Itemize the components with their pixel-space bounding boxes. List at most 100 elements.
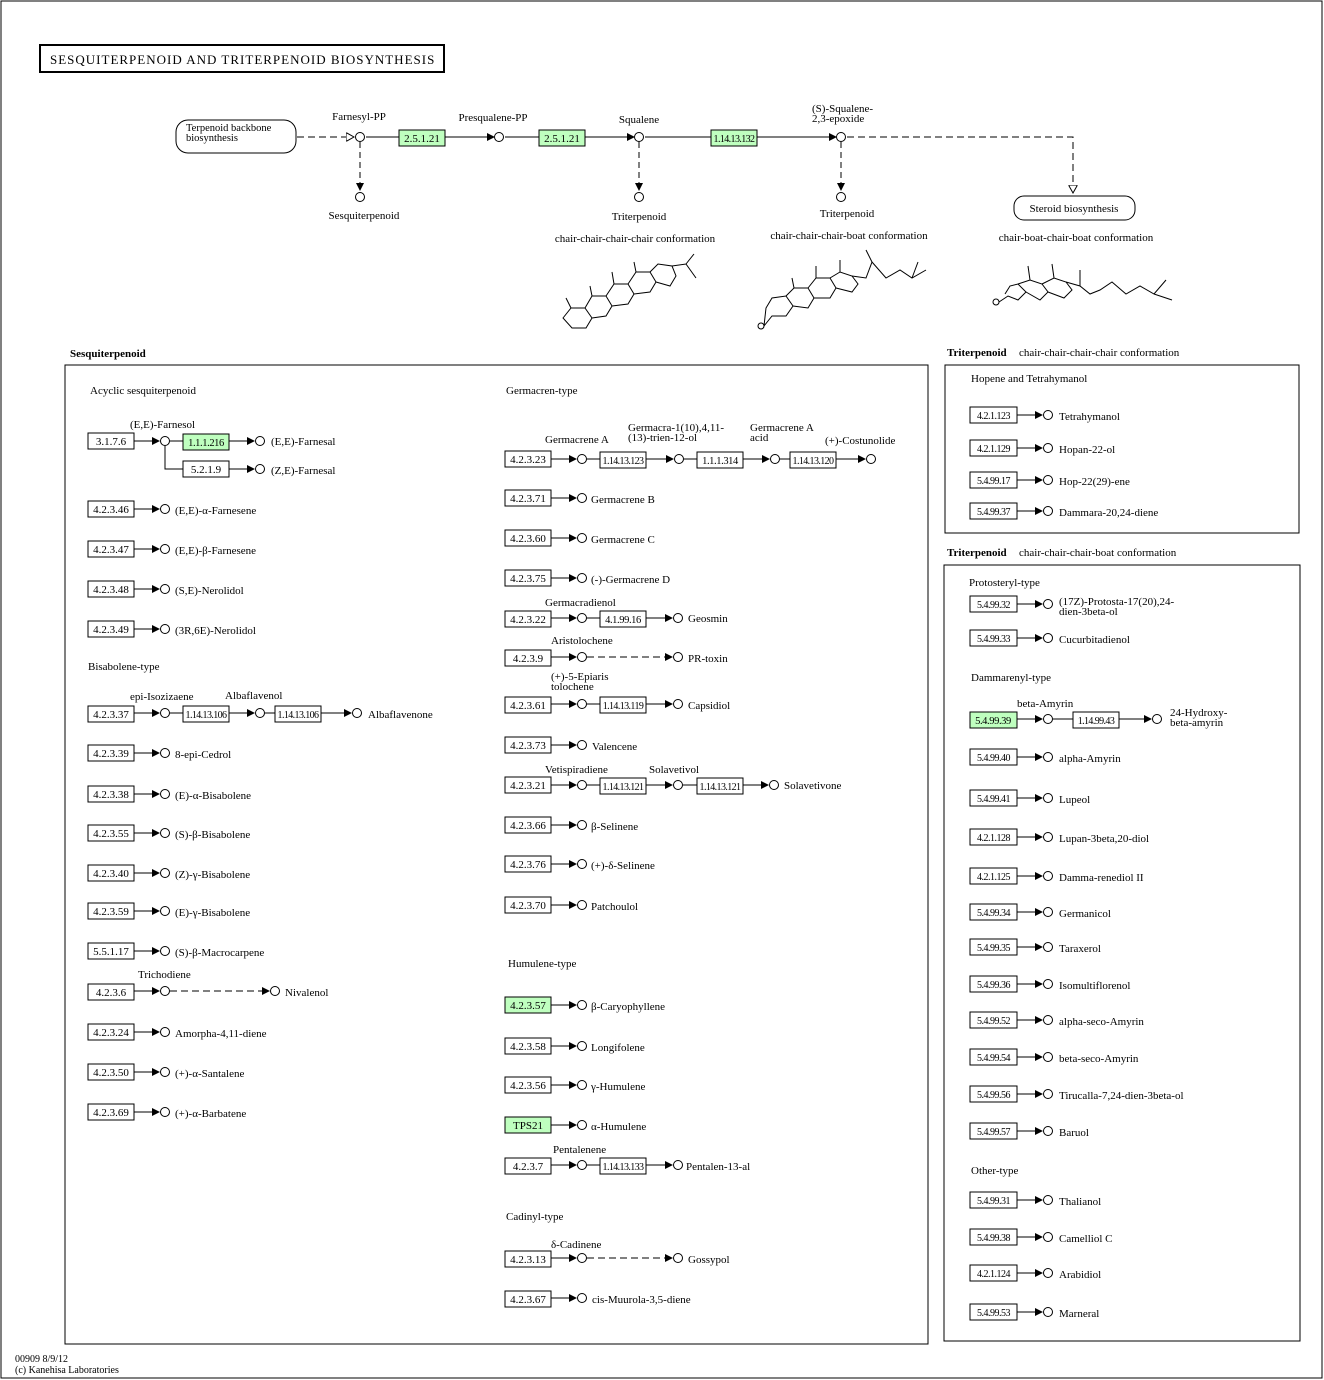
- compound-germacrene-acid[interactable]: [770, 454, 780, 464]
- compound-amorpha-4-11-diene[interactable]: [160, 1027, 170, 1037]
- compound-germacrene-a[interactable]: [577, 454, 587, 464]
- compound-tetrahymanol[interactable]: [1043, 410, 1053, 420]
- enzyme-box-4-1-99-16[interactable]: [599, 610, 647, 628]
- compound-pentalen-13-al[interactable]: [673, 1160, 683, 1170]
- compound-squalene[interactable]: [634, 132, 644, 142]
- enzyme-box-top-1[interactable]: [398, 129, 446, 147]
- compound-germacrene-c[interactable]: [577, 533, 587, 543]
- compound-squalene-epoxide[interactable]: [836, 132, 846, 142]
- compound-baruol[interactable]: [1043, 1126, 1053, 1136]
- compound-isomultiflorenol[interactable]: [1043, 979, 1053, 989]
- compound--selinene[interactable]: [577, 859, 587, 869]
- enzyme-box-1-1-1-216[interactable]: [182, 433, 230, 451]
- enzyme-box-5-4-99-39[interactable]: [969, 711, 1018, 729]
- compound-epiaristolochene[interactable]: [577, 699, 587, 709]
- compound-ee-farnesol[interactable]: [160, 436, 170, 446]
- compound--caryophyllene[interactable]: [577, 1000, 587, 1010]
- compound-triterpenoid-1[interactable]: [634, 192, 644, 202]
- enzyme-box-1-1-1-314[interactable]: [696, 451, 744, 469]
- compound-alpha-seco-amyrin[interactable]: [1043, 1015, 1053, 1025]
- compound--e-e-farnesene[interactable]: [160, 544, 170, 554]
- enzyme-box-4-2-3-9[interactable]: [504, 649, 552, 667]
- enzyme-box-1-14-13-121-a[interactable]: [599, 777, 647, 795]
- compound--humulene[interactable]: [577, 1120, 587, 1130]
- compound-lupan-3beta-20-diol[interactable]: [1043, 832, 1053, 842]
- enzyme-box-1-14-13-123[interactable]: [599, 451, 647, 469]
- compound-marneral[interactable]: [1043, 1307, 1053, 1317]
- compound-beta-amyrin[interactable]: [1043, 714, 1053, 724]
- enzyme-box-top-2[interactable]: [538, 129, 586, 147]
- compound-farnesyl-pp[interactable]: [355, 132, 365, 142]
- compound-tirucalla-7-24-dien-3beta-ol[interactable]: [1043, 1089, 1053, 1099]
- compound-trichodiene[interactable]: [160, 986, 170, 996]
- compound-hop-22-29-ene[interactable]: [1043, 475, 1053, 485]
- compound--3r-6e-nerolidol[interactable]: [160, 624, 170, 634]
- compound-muurola[interactable]: [577, 1293, 587, 1303]
- map-link-terpenoid-backbone[interactable]: [175, 119, 297, 154]
- enzyme-box-1-14-13-121-b[interactable]: [696, 777, 744, 795]
- compound-damma-renediol-ii[interactable]: [1043, 871, 1053, 881]
- compound--e-bisabolene[interactable]: [160, 789, 170, 799]
- compound--z-bisabolene[interactable]: [160, 868, 170, 878]
- compound-8-epi-cedrol[interactable]: [160, 748, 170, 758]
- enzyme-box-4-2-3-13[interactable]: [504, 1250, 552, 1268]
- compound-aristolochene[interactable]: [577, 652, 587, 662]
- compound-germacrene-b[interactable]: [577, 493, 587, 503]
- compound-sesquiterpenoid[interactable]: [355, 192, 365, 202]
- compound-epi-isozizaene[interactable]: [160, 708, 170, 718]
- enzyme-box-1-14-13-133[interactable]: [599, 1157, 647, 1175]
- map-link-steroid[interactable]: [1013, 195, 1136, 221]
- compound-delta-cadinene[interactable]: [577, 1253, 587, 1263]
- compound--17z-protosta-17-20-24-dien-3beta-ol[interactable]: [1043, 599, 1053, 609]
- enzyme-box-4-2-3-61[interactable]: [504, 696, 552, 714]
- compound-nivalenol[interactable]: [270, 986, 280, 996]
- compound-presqualene-pp[interactable]: [494, 132, 504, 142]
- compound-ee-farnesal[interactable]: [255, 436, 265, 446]
- compound-solavetivol[interactable]: [673, 780, 683, 790]
- compound-beta-seco-amyrin[interactable]: [1043, 1052, 1053, 1062]
- compound-hopan-22-ol[interactable]: [1043, 443, 1053, 453]
- compound--santalene[interactable]: [160, 1067, 170, 1077]
- compound-albaflavenol[interactable]: [255, 708, 265, 718]
- enzyme-box-1-14-13-106-b[interactable]: [274, 705, 322, 723]
- compound-trienol[interactable]: [674, 454, 684, 464]
- compound-taraxerol[interactable]: [1043, 942, 1053, 952]
- enzyme-box-4-2-3-37[interactable]: [87, 705, 135, 723]
- compound-ze-farnesal[interactable]: [255, 464, 265, 474]
- compound-triterpenoid-2[interactable]: [836, 192, 846, 202]
- compound-capsidiol[interactable]: [673, 699, 683, 709]
- enzyme-box-4-2-3-6[interactable]: [87, 983, 135, 1001]
- compound-lupeol[interactable]: [1043, 793, 1053, 803]
- compound--germacrene-d[interactable]: [577, 573, 587, 583]
- compound--e-bisabolene[interactable]: [160, 906, 170, 916]
- enzyme-box-4-2-3-7[interactable]: [504, 1157, 552, 1175]
- compound-arabidiol[interactable]: [1043, 1268, 1053, 1278]
- enzyme-box-4-2-3-67[interactable]: [504, 1290, 552, 1308]
- compound-germanicol[interactable]: [1043, 907, 1053, 917]
- compound--s-e-nerolidol[interactable]: [160, 584, 170, 594]
- compound-valencene[interactable]: [577, 740, 587, 750]
- compound--barbatene[interactable]: [160, 1107, 170, 1117]
- enzyme-box-4-2-3-22[interactable]: [504, 610, 552, 628]
- compound--humulene[interactable]: [577, 1080, 587, 1090]
- enzyme-box-1-14-13-120[interactable]: [789, 451, 837, 469]
- compound-prtoxin[interactable]: [673, 652, 683, 662]
- compound-alpha-amyrin[interactable]: [1043, 752, 1053, 762]
- compound-vetispiradiene[interactable]: [577, 780, 587, 790]
- compound-solavetivone[interactable]: [769, 780, 779, 790]
- compound-pentalenene[interactable]: [577, 1160, 587, 1170]
- compound-thalianol[interactable]: [1043, 1195, 1053, 1205]
- compound--selinene[interactable]: [577, 820, 587, 830]
- compound-camelliol-c[interactable]: [1043, 1232, 1053, 1242]
- enzyme-box-1-14-13-119[interactable]: [599, 696, 647, 714]
- enzyme-box-1-14-99-43[interactable]: [1072, 711, 1120, 729]
- compound--s-bisabolene[interactable]: [160, 828, 170, 838]
- compound-patchoulol[interactable]: [577, 900, 587, 910]
- compound-longifolene[interactable]: [577, 1041, 587, 1051]
- compound-hydroxy-beta-amyrin[interactable]: [1152, 714, 1162, 724]
- enzyme-box-top-3[interactable]: [710, 129, 758, 147]
- compound-geosmin[interactable]: [673, 613, 683, 623]
- compound--s-macrocarpene[interactable]: [160, 946, 170, 956]
- compound-costunolide[interactable]: [866, 454, 876, 464]
- enzyme-box-1-14-13-106-a[interactable]: [182, 705, 230, 723]
